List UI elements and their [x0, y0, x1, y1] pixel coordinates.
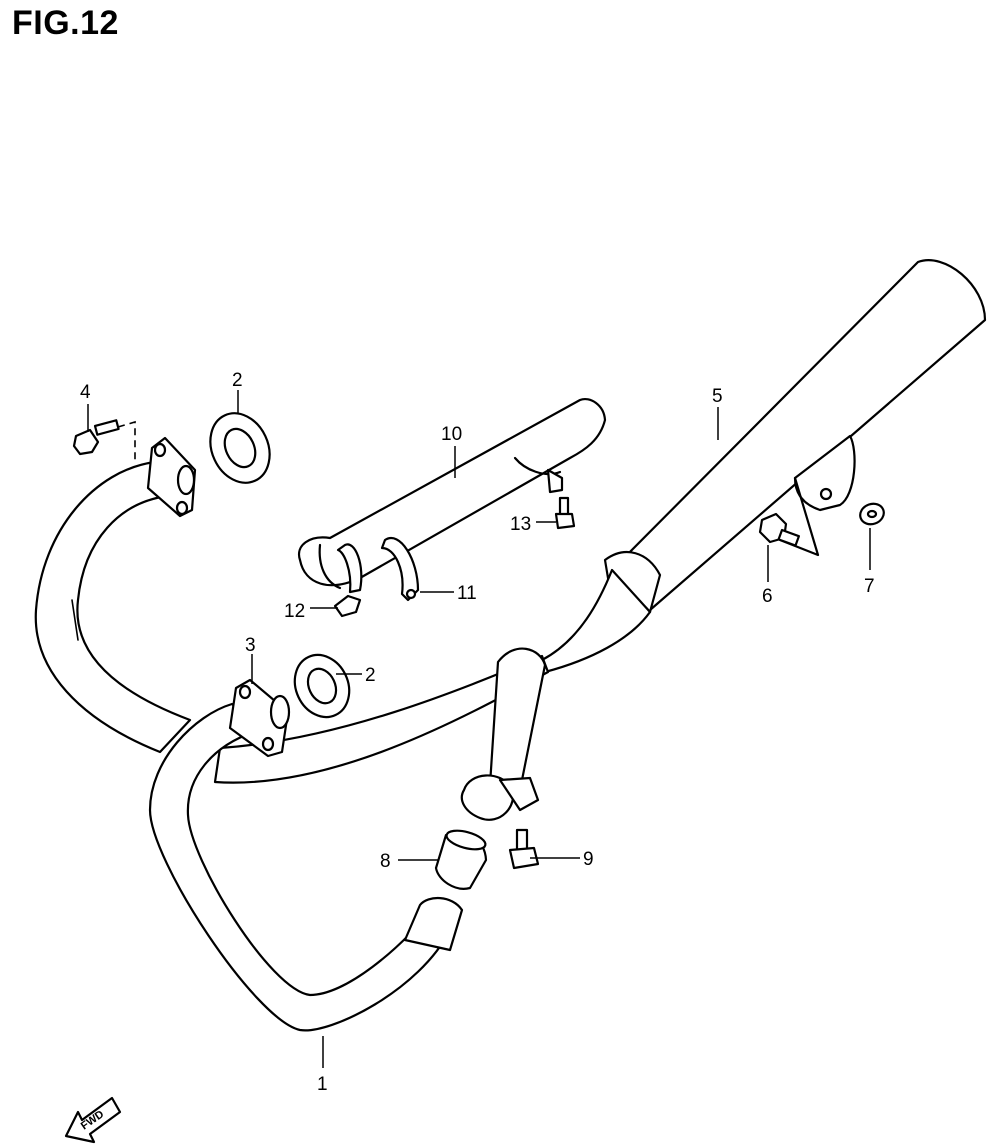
- bolt-4: [72, 419, 136, 460]
- clamp-11: [336, 537, 420, 602]
- bolt-6: [758, 512, 801, 547]
- callout-1: 1: [317, 1074, 328, 1095]
- callout-9: 9: [583, 849, 594, 870]
- pipe-joint-lower: [403, 897, 464, 952]
- callout-4: 4: [80, 382, 91, 403]
- muffler: [540, 259, 987, 674]
- gasket-lower: [293, 653, 351, 719]
- callout-7: 7: [864, 576, 875, 597]
- callout-2-upper: 2: [232, 370, 243, 391]
- connector-pipe: [460, 647, 547, 821]
- exhaust-pipe-front-branch: [148, 654, 550, 1032]
- washer-7: [859, 502, 885, 526]
- flange-rear: [146, 436, 197, 518]
- callout-8: 8: [380, 851, 391, 872]
- callout-11: 11: [457, 583, 477, 604]
- bolt-9: [508, 828, 540, 870]
- callout-10: 10: [441, 424, 462, 445]
- fwd-arrow-icon: FWD: [64, 1096, 122, 1144]
- sleeve-8: [434, 829, 488, 890]
- callout-3: 3: [245, 635, 256, 656]
- bolt-12: [333, 594, 362, 618]
- callout-2-lower: 2: [365, 665, 376, 686]
- flange-front: [228, 678, 291, 758]
- gasket-upper: [209, 412, 271, 484]
- callout-6: 6: [762, 586, 773, 607]
- figure-title: FIG.12: [12, 4, 119, 42]
- callout-5: 5: [712, 386, 723, 407]
- exhaust-pipe-rear-branch: [34, 460, 192, 754]
- leader-lines: [87, 390, 871, 1068]
- bolt-13: [554, 496, 576, 530]
- callout-13: 13: [510, 514, 531, 535]
- heat-shield: [297, 397, 607, 590]
- callout-12: 12: [284, 601, 305, 622]
